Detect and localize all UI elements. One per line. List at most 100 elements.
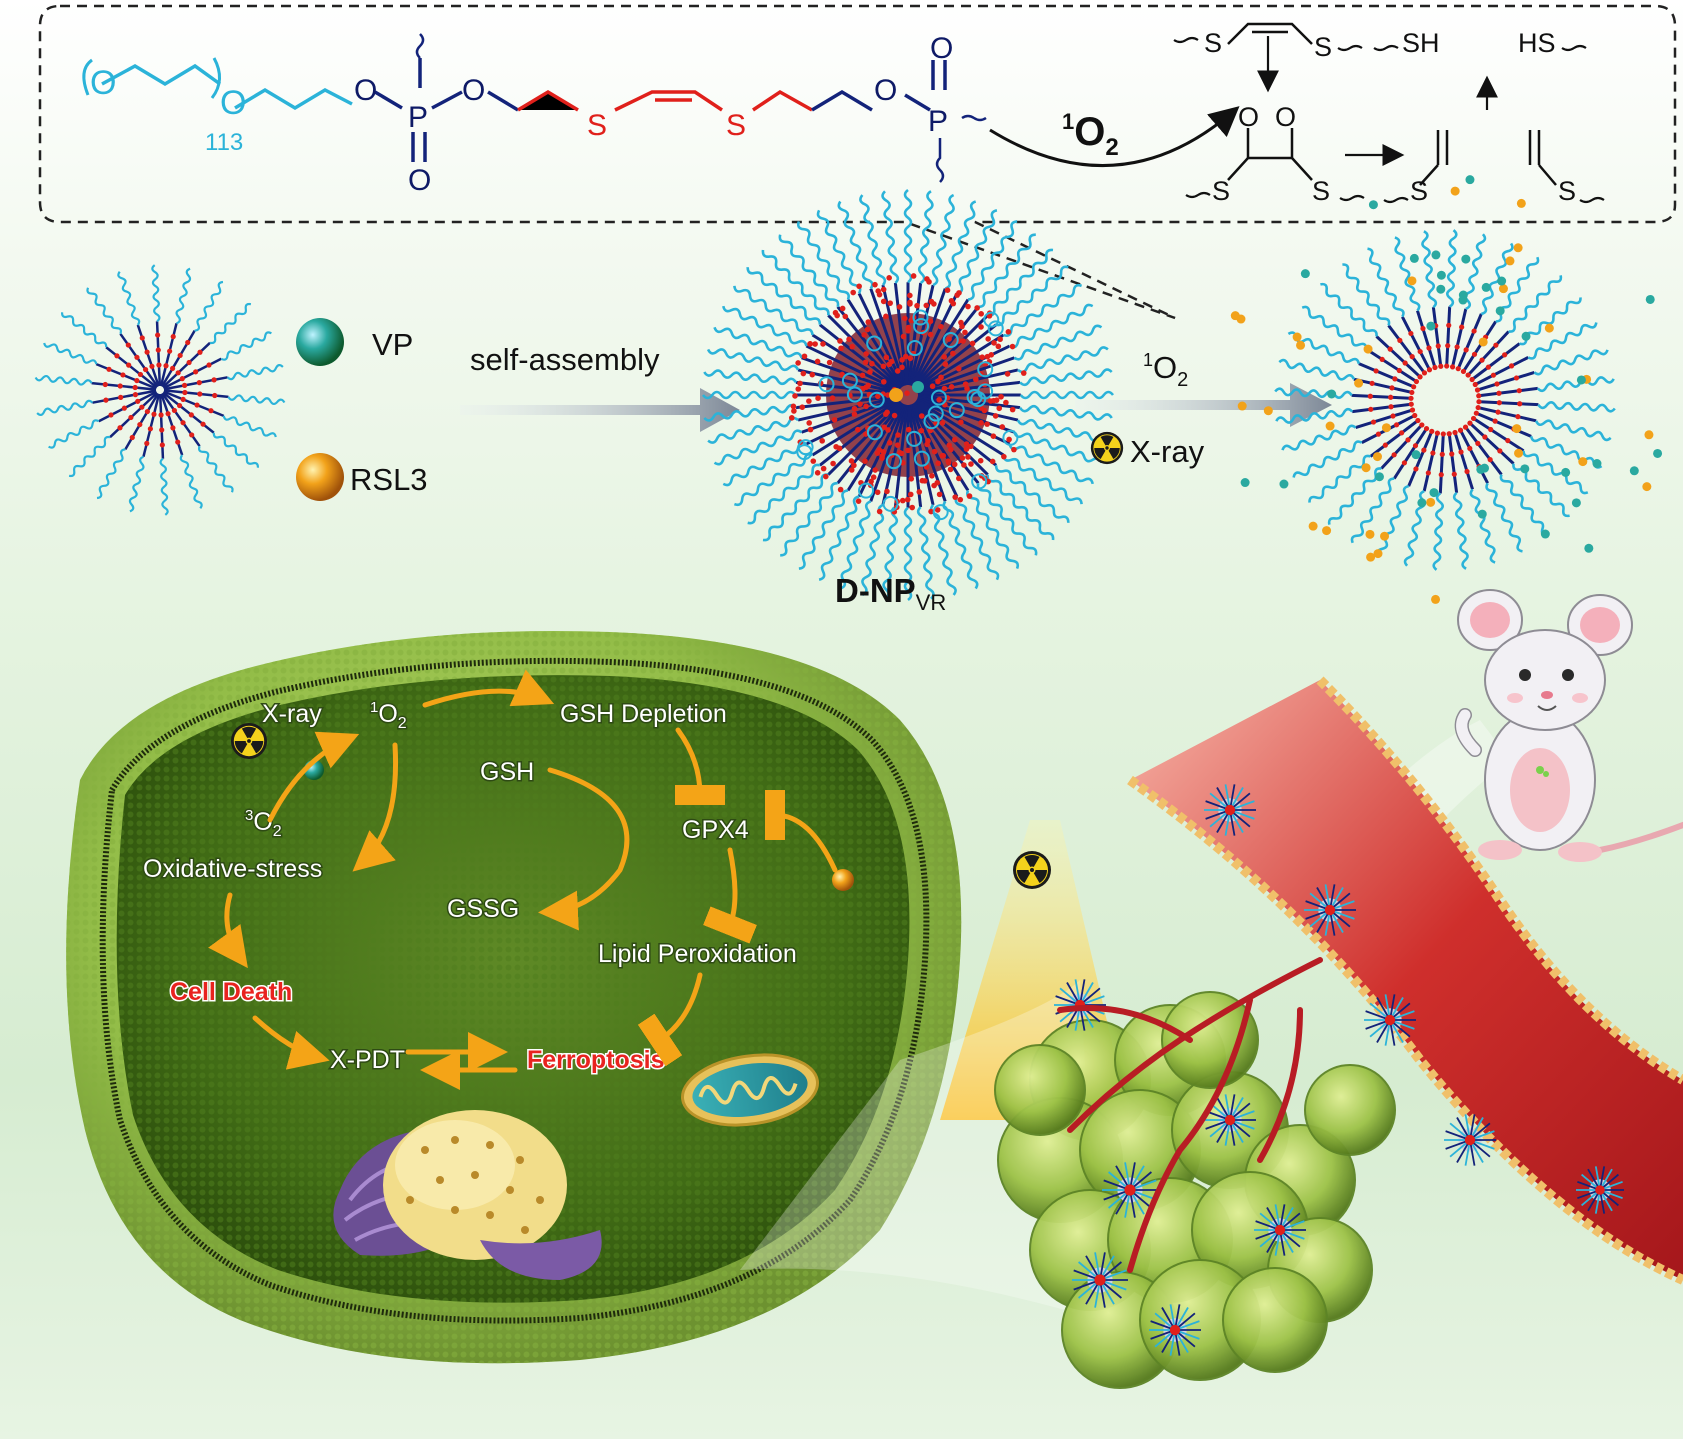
linker-dot bbox=[863, 351, 869, 357]
linker-dot bbox=[899, 451, 905, 457]
linker-dot bbox=[929, 299, 935, 305]
linker-dot bbox=[985, 336, 991, 342]
linker-dot bbox=[988, 352, 994, 358]
linker-dot bbox=[144, 441, 149, 446]
linker-dot bbox=[1010, 344, 1016, 350]
peg-chain bbox=[734, 454, 812, 504]
linker-dot bbox=[134, 355, 139, 360]
rsl3-sphere bbox=[1231, 311, 1240, 320]
linker-dot bbox=[1419, 422, 1424, 427]
vp-sphere bbox=[1522, 332, 1531, 341]
linker-dot bbox=[1456, 366, 1461, 371]
linker-dot bbox=[903, 354, 909, 360]
linker-dot bbox=[887, 300, 893, 306]
rsl3-sphere bbox=[1451, 187, 1460, 196]
linker-dot bbox=[865, 319, 871, 325]
linker-dot bbox=[1426, 470, 1431, 475]
linker-dot bbox=[1371, 419, 1376, 424]
linker-dot bbox=[170, 425, 175, 430]
linker-dot bbox=[902, 316, 908, 322]
linker-dot bbox=[952, 494, 958, 500]
peg-chain bbox=[1395, 238, 1419, 311]
linker-dot bbox=[962, 330, 968, 336]
xpdt-label: X-PDT bbox=[330, 1046, 405, 1074]
linker-dot bbox=[180, 376, 185, 381]
linker-dot bbox=[1486, 365, 1491, 370]
peg-chain bbox=[715, 431, 802, 464]
linker-dot bbox=[117, 425, 122, 430]
linker-dot bbox=[909, 505, 915, 511]
polymer-backbone bbox=[1449, 435, 1456, 493]
peg-chain bbox=[839, 202, 872, 289]
linker-dot bbox=[979, 354, 985, 360]
linker-dot bbox=[961, 462, 967, 468]
linker-dot bbox=[1467, 421, 1472, 426]
rsl3-sphere bbox=[1642, 482, 1651, 491]
peg-chain bbox=[1309, 456, 1370, 503]
linker-dot bbox=[957, 497, 963, 503]
linker-dot bbox=[791, 408, 797, 414]
linker-dot bbox=[802, 353, 808, 359]
linker-dot bbox=[807, 341, 813, 347]
peg-repeat-count: 113 bbox=[205, 129, 243, 156]
linker-dot bbox=[135, 399, 140, 404]
linker-dot bbox=[1392, 376, 1397, 381]
linker-dot bbox=[935, 379, 941, 385]
vp-sphere bbox=[1410, 254, 1419, 263]
vp-sphere bbox=[1630, 466, 1639, 475]
linker-dot bbox=[830, 461, 836, 467]
linker-dot bbox=[883, 314, 889, 320]
linker-dot bbox=[1399, 430, 1404, 435]
linker-dot bbox=[1388, 395, 1393, 400]
mini-dot bbox=[1385, 1015, 1395, 1025]
linker-dot bbox=[1438, 364, 1443, 369]
linker-dot bbox=[978, 420, 984, 426]
rsl3-sphere bbox=[889, 388, 903, 402]
linker-dot bbox=[133, 385, 138, 390]
linker-dot bbox=[189, 412, 194, 417]
linker-dot bbox=[956, 476, 962, 482]
peg-chain bbox=[703, 392, 795, 398]
vp-sphere bbox=[1561, 468, 1570, 477]
linker-dot bbox=[208, 408, 213, 413]
linker-dot bbox=[920, 478, 926, 484]
linker-dot bbox=[838, 487, 844, 493]
vp-sphere bbox=[1592, 459, 1601, 468]
linker-dot bbox=[1409, 402, 1414, 407]
linker-dot bbox=[867, 369, 873, 375]
vp-sphere bbox=[1497, 277, 1506, 286]
rsl3-sphere bbox=[1382, 423, 1391, 432]
linker-dot bbox=[1397, 338, 1402, 343]
linker-dot bbox=[852, 411, 858, 417]
linker-dot bbox=[143, 367, 148, 372]
phosphate-1 bbox=[375, 34, 462, 162]
linker-dot bbox=[946, 460, 952, 466]
mini-dot bbox=[1094, 1274, 1105, 1285]
linker-dot bbox=[1415, 418, 1420, 423]
vp-sphere bbox=[1478, 510, 1487, 519]
linker-dot bbox=[885, 427, 891, 433]
linker-dot bbox=[1430, 450, 1435, 455]
linker-dot bbox=[1390, 413, 1395, 418]
o-atom: O bbox=[354, 74, 377, 107]
linker-dot bbox=[863, 404, 869, 410]
linker-dot bbox=[907, 293, 913, 299]
peg-chain bbox=[1014, 326, 1101, 359]
linker-dot bbox=[991, 433, 997, 439]
linker-dot bbox=[994, 397, 1000, 403]
gssg-label: GSSG bbox=[447, 895, 519, 923]
linker-dot bbox=[122, 406, 127, 411]
linker-dot bbox=[1426, 345, 1431, 350]
linker-dot bbox=[140, 335, 145, 340]
vp-sphere bbox=[1459, 291, 1468, 300]
p-atom: P bbox=[408, 101, 428, 134]
peg-chain bbox=[37, 401, 92, 415]
linker-dot bbox=[865, 327, 871, 333]
vp-sphere bbox=[1541, 530, 1550, 539]
vp-sphere bbox=[1482, 283, 1491, 292]
thiol-label: SH bbox=[1402, 28, 1440, 58]
linker-dot bbox=[964, 386, 970, 392]
linker-dot bbox=[1376, 432, 1381, 437]
linker-dot bbox=[945, 287, 951, 293]
